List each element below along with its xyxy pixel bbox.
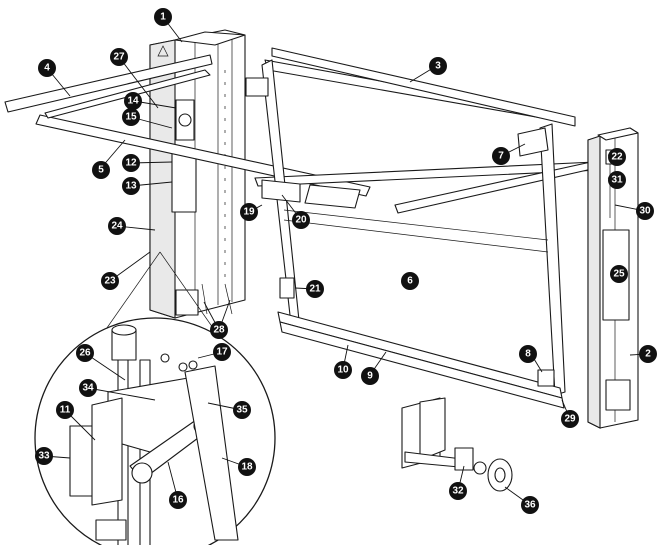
callout-22: 22 [608, 148, 626, 166]
svg-text:30: 30 [639, 206, 651, 217]
svg-text:1: 1 [160, 12, 166, 23]
svg-text:28: 28 [213, 325, 225, 336]
svg-text:34: 34 [82, 383, 94, 394]
callout-1: 1 [154, 8, 172, 26]
svg-text:33: 33 [38, 451, 50, 462]
detail-magnifier [34, 251, 276, 545]
svg-text:6: 6 [407, 276, 413, 287]
callout-7: 7 [492, 147, 510, 165]
svg-text:31: 31 [611, 175, 623, 186]
callout-33: 33 [35, 447, 53, 465]
top-rail [4, 54, 606, 214]
svg-text:32: 32 [452, 486, 464, 497]
callout-20: 20 [292, 211, 310, 229]
svg-text:24: 24 [111, 221, 123, 232]
callout-11: 11 [56, 401, 74, 419]
callout-2: 2 [639, 345, 657, 363]
callout-23: 23 [101, 272, 119, 290]
callout-4: 4 [38, 59, 56, 77]
svg-text:2: 2 [645, 349, 651, 360]
svg-text:21: 21 [309, 284, 321, 295]
svg-text:16: 16 [172, 495, 184, 506]
callout-35: 35 [233, 401, 251, 419]
svg-text:29: 29 [564, 414, 576, 425]
svg-text:7: 7 [498, 151, 504, 162]
svg-text:12: 12 [125, 158, 137, 169]
callout-27: 27 [110, 48, 128, 66]
callout-29: 29 [561, 410, 579, 428]
svg-text:13: 13 [125, 181, 137, 192]
svg-text:18: 18 [241, 462, 253, 473]
callout-18: 18 [238, 458, 256, 476]
callout-3: 3 [429, 57, 447, 75]
callout-26: 26 [76, 344, 94, 362]
svg-text:9: 9 [367, 371, 373, 382]
callout-14: 14 [124, 92, 142, 110]
svg-text:14: 14 [127, 96, 139, 107]
callout-13: 13 [122, 177, 140, 195]
callout-19: 19 [240, 203, 258, 221]
svg-text:8: 8 [525, 349, 531, 360]
callout-36: 36 [521, 496, 539, 514]
callout-10: 10 [334, 361, 352, 379]
callout-28: 28 [210, 321, 228, 339]
callout-16: 16 [169, 491, 187, 509]
callout-6: 6 [401, 272, 419, 290]
door-frame [245, 47, 576, 409]
svg-text:35: 35 [236, 405, 248, 416]
roller-assembly [401, 397, 513, 492]
callout-34: 34 [79, 379, 97, 397]
svg-text:4: 4 [44, 63, 50, 74]
svg-text:26: 26 [79, 348, 91, 359]
callout-25: 25 [610, 265, 628, 283]
callout-8: 8 [519, 345, 537, 363]
svg-text:5: 5 [98, 165, 104, 176]
svg-text:27: 27 [113, 52, 125, 63]
callout-15: 15 [122, 108, 140, 126]
svg-text:10: 10 [337, 365, 349, 376]
left-column [149, 29, 246, 319]
callout-32: 32 [449, 482, 467, 500]
svg-text:22: 22 [611, 152, 623, 163]
callout-12: 12 [122, 154, 140, 172]
svg-text:3: 3 [435, 61, 441, 72]
callout-30: 30 [636, 202, 654, 220]
svg-text:15: 15 [125, 112, 137, 123]
svg-text:25: 25 [613, 269, 625, 280]
svg-text:20: 20 [295, 215, 307, 226]
callout-5: 5 [92, 161, 110, 179]
svg-text:36: 36 [524, 500, 536, 511]
svg-text:23: 23 [104, 276, 116, 287]
callout-17: 17 [213, 343, 231, 361]
svg-text:11: 11 [60, 405, 71, 416]
callout-21: 21 [306, 280, 324, 298]
callout-9: 9 [361, 367, 379, 385]
callout-31: 31 [608, 171, 626, 189]
callout-24: 24 [108, 217, 126, 235]
svg-text:17: 17 [216, 347, 228, 358]
svg-text:19: 19 [243, 207, 255, 218]
